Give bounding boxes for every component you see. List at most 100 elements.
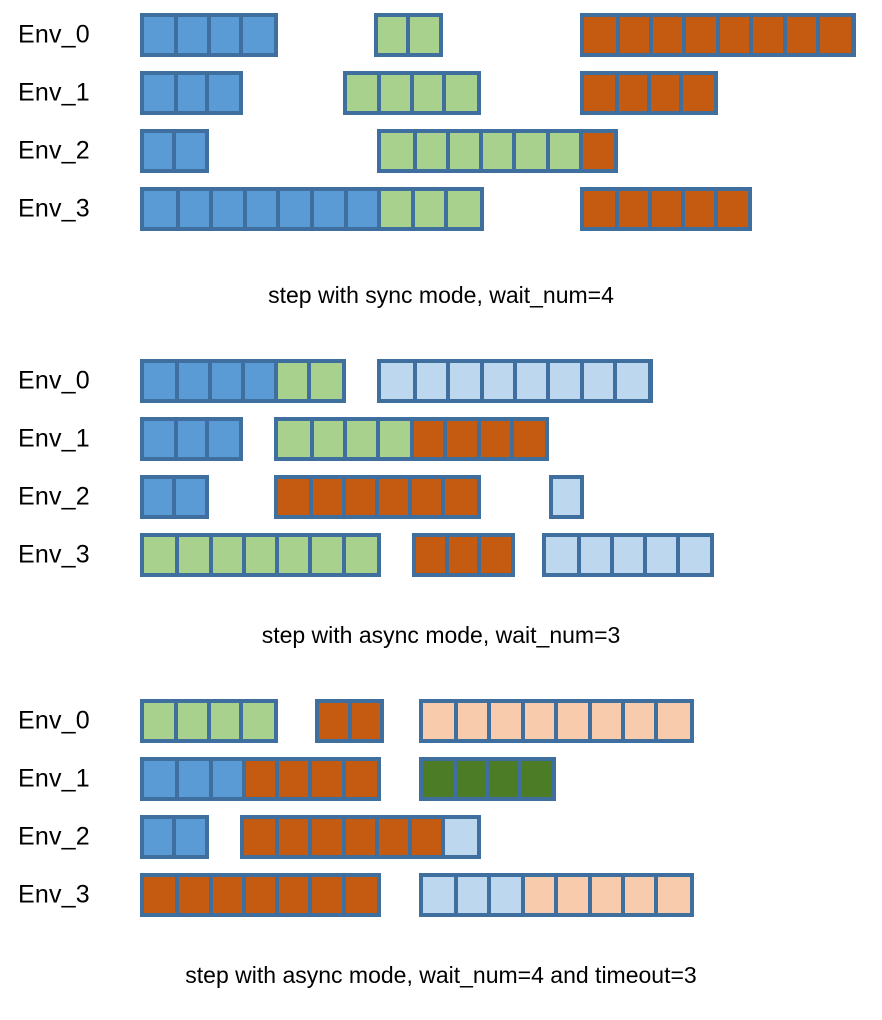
timeline-cell-orange[interactable] bbox=[210, 877, 244, 913]
timeline-cell-green[interactable] bbox=[514, 133, 548, 169]
timeline-cell-orange[interactable] bbox=[445, 421, 479, 457]
timeline-cell-green[interactable] bbox=[414, 133, 448, 169]
timeline-cell-peach[interactable] bbox=[589, 877, 623, 913]
timeline-cell-orange[interactable] bbox=[617, 17, 652, 53]
timeline-cell-green[interactable] bbox=[378, 421, 412, 457]
timeline-cell-orange[interactable] bbox=[479, 537, 511, 573]
timeline-cell-orange[interactable] bbox=[344, 479, 378, 515]
timeline-block[interactable] bbox=[274, 475, 481, 519]
timeline-cell-orange[interactable] bbox=[580, 133, 615, 169]
timeline-block[interactable] bbox=[411, 533, 515, 577]
timeline-cell-orange[interactable] bbox=[447, 537, 480, 573]
timeline-cell-green[interactable] bbox=[411, 75, 445, 111]
timeline-cell-light-blue[interactable] bbox=[612, 537, 645, 573]
timeline-cell-blue[interactable] bbox=[144, 761, 178, 797]
timeline-cell-blue[interactable] bbox=[210, 363, 244, 399]
timeline-cell-green[interactable] bbox=[144, 537, 178, 573]
timeline-cell-green[interactable] bbox=[379, 75, 412, 111]
timeline-cell-green[interactable] bbox=[481, 133, 515, 169]
timeline-cell-blue[interactable] bbox=[345, 191, 380, 227]
timeline-cell-orange[interactable] bbox=[415, 537, 448, 573]
timeline-block[interactable] bbox=[239, 815, 481, 859]
timeline-cell-light-blue[interactable] bbox=[546, 537, 580, 573]
timeline-cell-light-blue[interactable] bbox=[381, 363, 415, 399]
timeline-cell-blue[interactable] bbox=[207, 75, 240, 111]
timeline-block[interactable] bbox=[140, 13, 278, 57]
timeline-cell-green[interactable] bbox=[210, 537, 244, 573]
timeline-cell-blue[interactable] bbox=[174, 133, 205, 169]
timeline-block[interactable] bbox=[140, 475, 209, 519]
timeline-cell-dark-green[interactable] bbox=[422, 761, 456, 797]
timeline-block[interactable] bbox=[140, 873, 381, 917]
timeline-cell-blue[interactable] bbox=[311, 191, 346, 227]
timeline-block[interactable] bbox=[377, 359, 653, 403]
timeline-cell-blue[interactable] bbox=[175, 421, 208, 457]
timeline-block[interactable] bbox=[274, 417, 550, 461]
timeline-cell-orange[interactable] bbox=[616, 75, 650, 111]
timeline-cell-peach[interactable] bbox=[622, 877, 657, 913]
timeline-cell-green[interactable] bbox=[377, 17, 409, 53]
timeline-cell-orange[interactable] bbox=[343, 877, 377, 913]
timeline-cell-orange[interactable] bbox=[818, 17, 852, 53]
timeline-cell-green[interactable] bbox=[309, 363, 343, 399]
timeline-block[interactable] bbox=[418, 757, 557, 801]
timeline-cell-blue[interactable] bbox=[144, 363, 178, 399]
timeline-block[interactable] bbox=[315, 699, 385, 743]
timeline-cell-orange[interactable] bbox=[277, 819, 311, 855]
timeline-cell-orange[interactable] bbox=[319, 703, 350, 739]
timeline-block[interactable] bbox=[373, 13, 443, 57]
timeline-cell-light-blue[interactable] bbox=[481, 363, 515, 399]
timeline-cell-green[interactable] bbox=[346, 75, 380, 111]
timeline-cell-light-blue[interactable] bbox=[579, 537, 613, 573]
timeline-cell-orange[interactable] bbox=[243, 761, 277, 797]
timeline-cell-green[interactable] bbox=[444, 75, 477, 111]
timeline-cell-orange[interactable] bbox=[277, 877, 311, 913]
timeline-cell-dark-green[interactable] bbox=[487, 761, 520, 797]
timeline-block[interactable] bbox=[140, 815, 209, 859]
timeline-cell-blue[interactable] bbox=[174, 819, 205, 855]
timeline-cell-blue[interactable] bbox=[144, 819, 175, 855]
timeline-cell-peach[interactable] bbox=[656, 877, 690, 913]
timeline-cell-orange[interactable] bbox=[410, 819, 444, 855]
timeline-cell-orange[interactable] bbox=[343, 761, 377, 797]
timeline-cell-orange[interactable] bbox=[751, 17, 785, 53]
timeline-cell-peach[interactable] bbox=[556, 877, 590, 913]
timeline-cell-dark-green[interactable] bbox=[519, 761, 553, 797]
timeline-cell-green[interactable] bbox=[412, 191, 447, 227]
timeline-block[interactable] bbox=[418, 873, 694, 917]
timeline-cell-orange[interactable] bbox=[410, 479, 444, 515]
timeline-cell-orange[interactable] bbox=[784, 17, 819, 53]
timeline-cell-green[interactable] bbox=[278, 421, 312, 457]
timeline-block[interactable] bbox=[542, 533, 715, 577]
timeline-cell-blue[interactable] bbox=[211, 191, 245, 227]
timeline-cell-blue[interactable] bbox=[207, 421, 240, 457]
timeline-cell-peach[interactable] bbox=[422, 703, 457, 739]
timeline-cell-orange[interactable] bbox=[584, 17, 618, 53]
timeline-cell-green[interactable] bbox=[446, 191, 480, 227]
timeline-cell-green[interactable] bbox=[343, 537, 377, 573]
timeline-cell-blue[interactable] bbox=[177, 191, 212, 227]
timeline-block[interactable] bbox=[140, 359, 347, 403]
timeline-cell-peach[interactable] bbox=[589, 703, 623, 739]
timeline-cell-peach[interactable] bbox=[522, 703, 557, 739]
timeline-cell-orange[interactable] bbox=[617, 191, 650, 227]
timeline-cell-peach[interactable] bbox=[456, 703, 490, 739]
timeline-cell-green[interactable] bbox=[379, 191, 413, 227]
timeline-cell-orange[interactable] bbox=[144, 877, 178, 913]
timeline-cell-green[interactable] bbox=[241, 703, 274, 739]
timeline-cell-blue[interactable] bbox=[144, 421, 176, 457]
timeline-cell-peach[interactable] bbox=[556, 703, 590, 739]
timeline-cell-blue[interactable] bbox=[177, 363, 211, 399]
timeline-cell-green[interactable] bbox=[177, 537, 211, 573]
timeline-block[interactable] bbox=[140, 699, 278, 743]
timeline-cell-orange[interactable] bbox=[649, 191, 683, 227]
timeline-cell-orange[interactable] bbox=[682, 191, 716, 227]
timeline-cell-peach[interactable] bbox=[522, 877, 557, 913]
timeline-cell-light-blue[interactable] bbox=[677, 537, 711, 573]
timeline-cell-orange[interactable] bbox=[311, 479, 345, 515]
timeline-cell-blue[interactable] bbox=[210, 761, 244, 797]
timeline-cell-orange[interactable] bbox=[377, 479, 411, 515]
timeline-cell-orange[interactable] bbox=[310, 877, 344, 913]
timeline-cell-orange[interactable] bbox=[651, 17, 685, 53]
timeline-cell-light-blue[interactable] bbox=[548, 363, 582, 399]
